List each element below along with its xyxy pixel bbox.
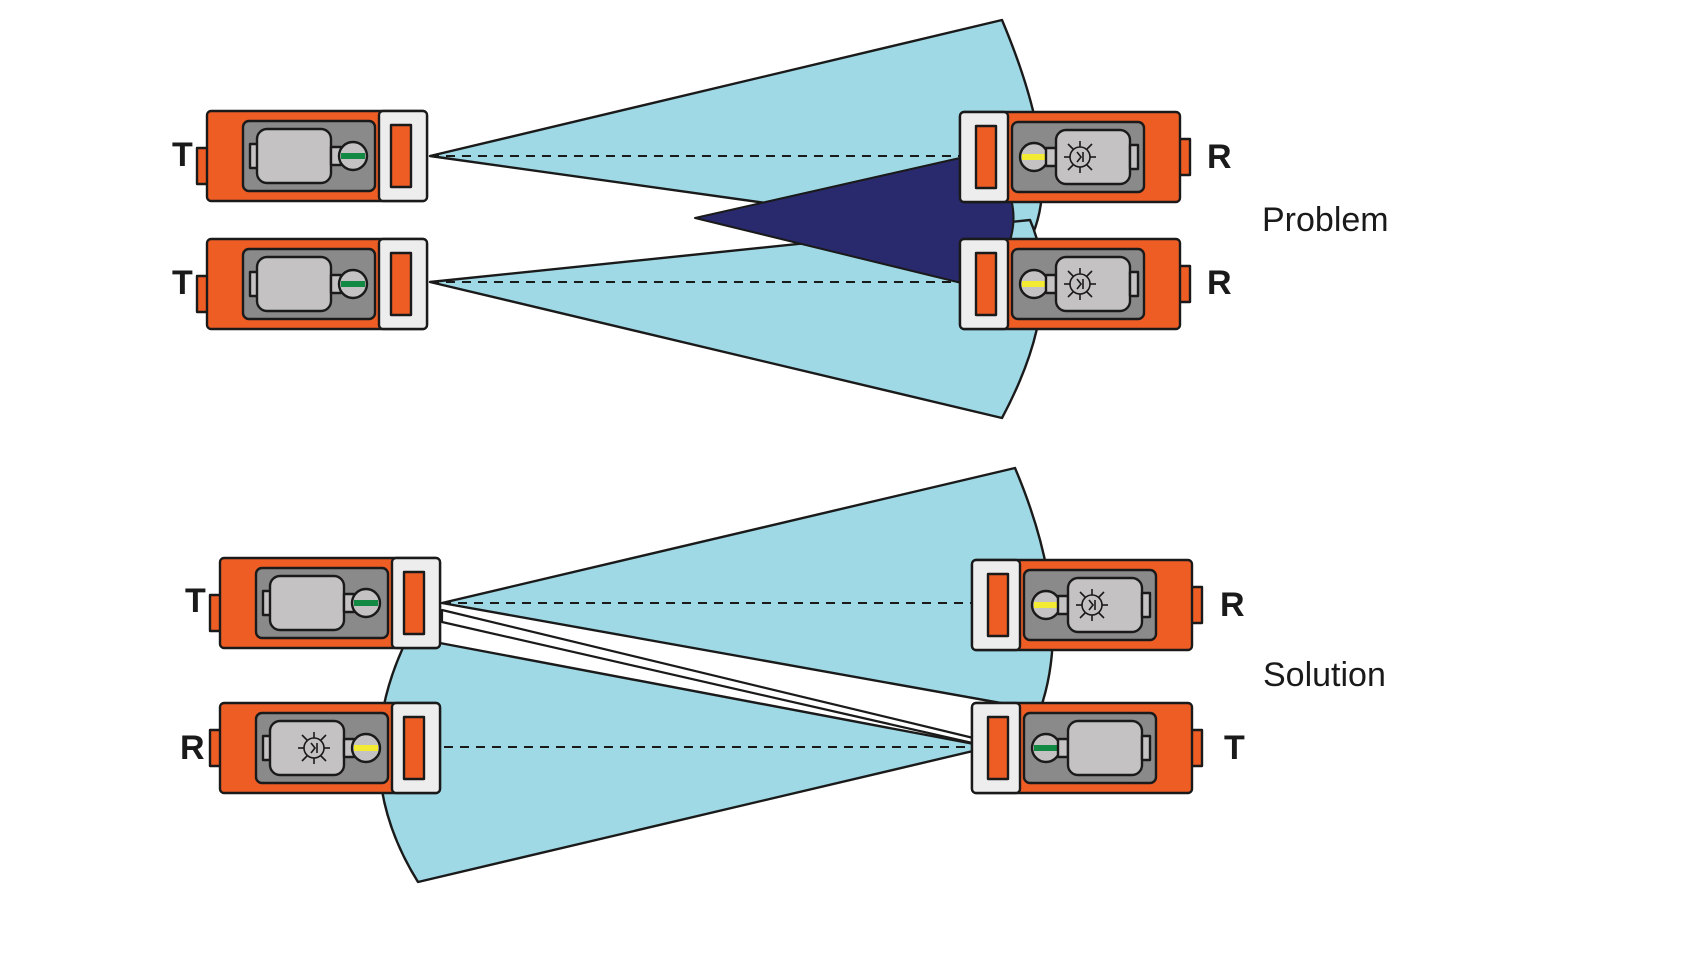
solution-right-bottom-label: T [1224,729,1245,767]
problem-right-top-sensor [960,112,1190,202]
problem-left-top-label: T [172,136,193,174]
problem-left-bottom-sensor [197,239,427,329]
solution-caption: Solution [1263,656,1386,694]
solution-right-bottom-transmitter [970,701,1204,795]
problem-left-bottom-label: T [172,264,193,302]
problem-section: T T R R Problem [172,18,1389,420]
solution-left-top-label: T [185,582,206,620]
problem-right-top-label: R [1207,138,1232,176]
solution-section: T R R T Solution [180,466,1386,884]
solution-left-top-sensor [210,558,440,648]
solution-left-bottom-receiver [208,701,442,795]
problem-right-bottom-label: R [1207,264,1232,302]
solution-right-top-label: R [1220,586,1245,624]
problem-caption: Problem [1262,201,1389,239]
problem-left-top-sensor [197,111,427,201]
solution-right-top-sensor [972,560,1202,650]
solution-left-bottom-label: R [180,729,205,767]
problem-right-bottom-sensor [960,239,1190,329]
